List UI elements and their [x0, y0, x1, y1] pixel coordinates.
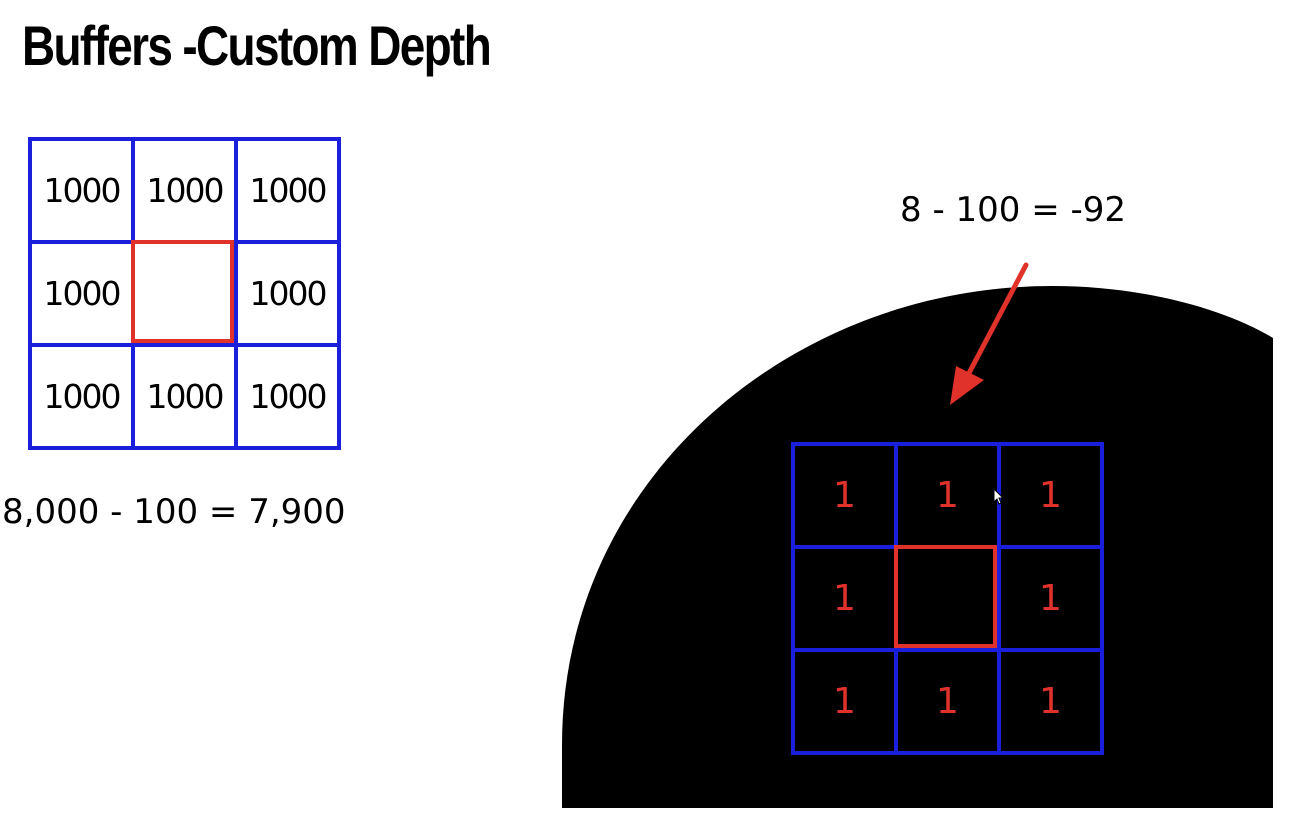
cell-value: 1000: [43, 377, 122, 416]
right-formula: 8 - 100 = -92: [900, 190, 1127, 230]
grid-cell: 1: [898, 652, 1001, 755]
left-formula: 8,000 - 100 = 7,900: [2, 492, 346, 532]
custom-depth-grid: 1 1 1 1 1 1 1 1: [791, 442, 1104, 755]
scene-depth-grid: 1000 1000 1000 1000 1000 1000 1000 1000: [28, 137, 341, 450]
page-title: Buffers -Custom Depth: [22, 14, 492, 77]
grid-cell: 1000: [238, 244, 341, 347]
cell-value: 1000: [249, 274, 328, 313]
center-pixel-cell: [131, 240, 238, 347]
cell-value: 1: [833, 681, 856, 722]
cell-value: 1: [936, 681, 959, 722]
grid-cell: 1: [898, 446, 1001, 549]
center-pixel-cell: [894, 545, 1001, 652]
grid-cell: 1: [1001, 446, 1104, 549]
grid-cell: 1000: [238, 347, 341, 450]
grid-cell: 1000: [32, 347, 135, 450]
grid-cell: 1000: [135, 347, 238, 450]
cell-value: 1000: [43, 274, 122, 313]
cell-value: 1: [936, 475, 959, 516]
cell-value: 1: [833, 475, 856, 516]
cell-value: 1000: [146, 377, 225, 416]
cell-value: 1: [1039, 475, 1062, 516]
mouse-cursor-icon: [993, 488, 1005, 505]
arrow-head: [950, 366, 984, 405]
grid-cell: 1000: [238, 141, 341, 244]
grid-cell: 1: [795, 652, 898, 755]
grid-cell: 1: [1001, 652, 1104, 755]
grid-cell: 1: [795, 549, 898, 652]
cell-value: 1000: [146, 171, 225, 210]
cell-value: 1: [1039, 681, 1062, 722]
grid-cell: 1: [795, 446, 898, 549]
cell-value: 1: [833, 578, 856, 619]
cell-value: 1000: [249, 171, 328, 210]
arrow-shaft: [965, 262, 1029, 378]
grid-cell: 1000: [32, 141, 135, 244]
cell-value: 1000: [249, 377, 328, 416]
cell-value: 1000: [43, 171, 122, 210]
grid-cell: 1: [1001, 549, 1104, 652]
cell-value: 1: [1039, 578, 1062, 619]
